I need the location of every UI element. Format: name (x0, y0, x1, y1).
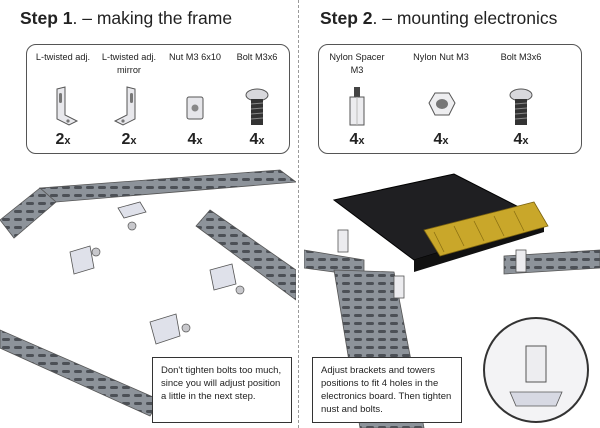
step1-title: Step 1. – making the frame (20, 8, 233, 28)
step2-note: Adjust brackets and towers positions to … (312, 357, 462, 423)
part-nut-m3: Nut M3 6x10 4x (168, 52, 222, 148)
frame-assembly-illustration (0, 169, 296, 417)
step2-column: Step 2. – mounting electronics Nylon Spa… (304, 0, 600, 428)
hex-nut-icon (428, 92, 456, 116)
l-bracket-mirror-icon (113, 86, 136, 126)
bolt-icon (509, 88, 533, 125)
step1-parts-box: L-twisted adj. 2x L-twisted adj. mirror … (26, 44, 290, 154)
part-nylon-spacer: Nylon Spacer M3 4x (329, 52, 385, 148)
part-l-twisted: L-twisted adj. 2x (35, 52, 91, 148)
part-l-twisted-mirror: L-twisted adj. mirror 2x (101, 52, 157, 148)
spacer-icon (349, 87, 365, 126)
step2-parts-box: Nylon Spacer M3 4x Nylon Nut M3 4x Bolt … (318, 44, 582, 154)
step1-note: Don't tighten bolts too much, since you … (152, 357, 292, 423)
part-bolt-m3x6: Bolt M3x6 4x (236, 52, 278, 148)
nut-icon (186, 96, 204, 120)
step1-column: Step 1. – making the frame L-twisted adj… (0, 0, 296, 428)
column-divider (298, 0, 299, 428)
part-bolt-m3x6-2: Bolt M3x6 4x (500, 52, 542, 148)
l-bracket-icon (56, 86, 79, 126)
step2-title: Step 2. – mounting electronics (320, 8, 558, 28)
bolt-icon (245, 88, 269, 125)
part-nylon-nut: Nylon Nut M3 4x (413, 52, 469, 148)
